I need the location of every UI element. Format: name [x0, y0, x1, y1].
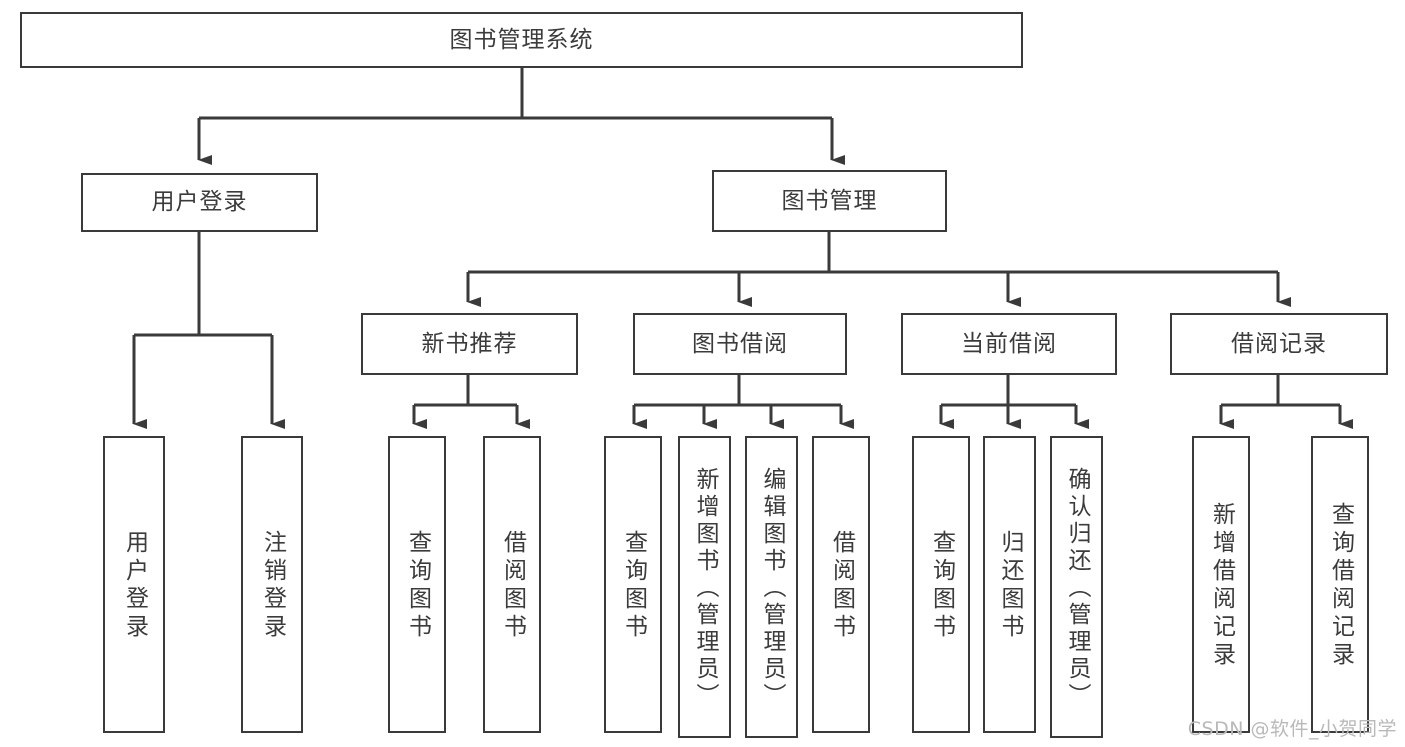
- node-label: 图书借阅: [692, 330, 788, 357]
- leaf-current-return-book[interactable]: 归还图书: [983, 436, 1036, 733]
- leaf-label: 新增图书（管理员）: [692, 466, 718, 710]
- node-root-system[interactable]: 图书管理系统: [20, 12, 1023, 68]
- csdn-watermark: CSDN @软件_小贺同学: [1187, 718, 1397, 740]
- leaf-recommend-query-book[interactable]: 查询图书: [388, 436, 446, 733]
- leaf-label: 查询图书: [620, 529, 647, 642]
- leaf-current-query-book[interactable]: 查询图书: [912, 436, 970, 733]
- node-new-book-recommend[interactable]: 新书推荐: [361, 313, 578, 375]
- leaf-label: 归还图书: [997, 529, 1023, 642]
- node-label: 借阅记录: [1231, 330, 1327, 357]
- leaf-record-add-borrow-record[interactable]: 新增借阅记录: [1192, 436, 1250, 733]
- node-label: 图书管理系统: [449, 26, 594, 53]
- leaf-label: 编辑图书（管理员）: [759, 466, 785, 710]
- leaf-borrow-borrow-book[interactable]: 借阅图书: [812, 436, 870, 733]
- leaf-borrow-add-book-admin[interactable]: 新增图书（管理员）: [678, 436, 731, 738]
- leaf-label: 注销登录: [259, 529, 286, 642]
- node-label: 图书管理: [781, 187, 878, 214]
- node-borrow-record[interactable]: 借阅记录: [1170, 313, 1388, 375]
- leaf-label: 查询图书: [404, 529, 431, 642]
- leaf-label: 确认归还（管理员）: [1064, 466, 1090, 710]
- leaf-record-query-borrow-record[interactable]: 查询借阅记录: [1311, 436, 1369, 733]
- leaf-label: 查询图书: [928, 529, 955, 642]
- node-book-borrow[interactable]: 图书借阅: [633, 313, 847, 375]
- leaf-user-logout[interactable]: 注销登录: [241, 436, 303, 733]
- leaf-label: 查询借阅记录: [1327, 501, 1354, 670]
- leaf-user-login[interactable]: 用户登录: [103, 436, 165, 733]
- leaf-recommend-borrow-book[interactable]: 借阅图书: [483, 436, 541, 733]
- leaf-borrow-edit-book-admin[interactable]: 编辑图书（管理员）: [745, 436, 798, 738]
- node-label: 用户登录: [151, 189, 248, 216]
- leaf-label: 借阅图书: [828, 529, 855, 642]
- node-book-management[interactable]: 图书管理: [712, 170, 947, 232]
- node-current-borrow[interactable]: 当前借阅: [901, 313, 1117, 375]
- leaf-current-confirm-return-admin[interactable]: 确认归还（管理员）: [1050, 436, 1103, 738]
- leaf-label: 借阅图书: [499, 529, 526, 642]
- node-user-login[interactable]: 用户登录: [81, 173, 318, 232]
- leaf-borrow-query-book[interactable]: 查询图书: [604, 436, 662, 733]
- node-label: 新书推荐: [421, 330, 518, 357]
- leaf-label: 新增借阅记录: [1208, 501, 1235, 670]
- node-label: 当前借阅: [961, 330, 1057, 357]
- leaf-label: 用户登录: [121, 529, 148, 642]
